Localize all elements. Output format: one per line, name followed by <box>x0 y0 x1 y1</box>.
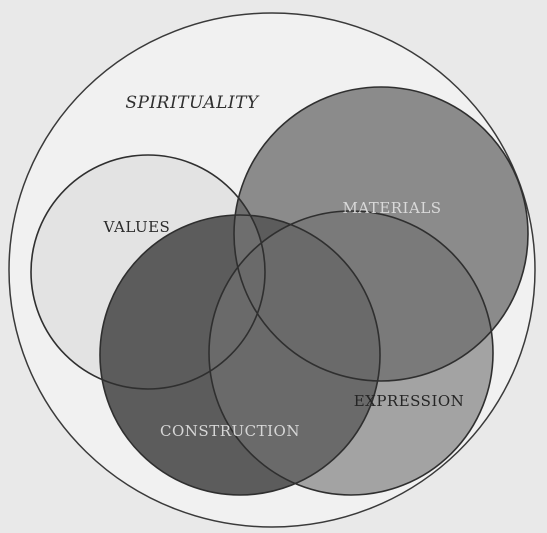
set-outlines <box>30 86 529 496</box>
construction-outline <box>99 214 381 496</box>
values-outline <box>30 154 266 390</box>
expression-outline <box>208 210 494 496</box>
construction-label: CONSTRUCTION <box>160 422 300 440</box>
spirituality-label: SPIRITUALITY <box>125 93 260 113</box>
materials-label: MATERIALS <box>342 199 441 217</box>
construction-expression-overlap <box>209 215 380 495</box>
expression-label: EXPRESSION <box>354 392 465 410</box>
materials-outline <box>233 86 529 382</box>
values-label: VALUES <box>103 218 171 236</box>
